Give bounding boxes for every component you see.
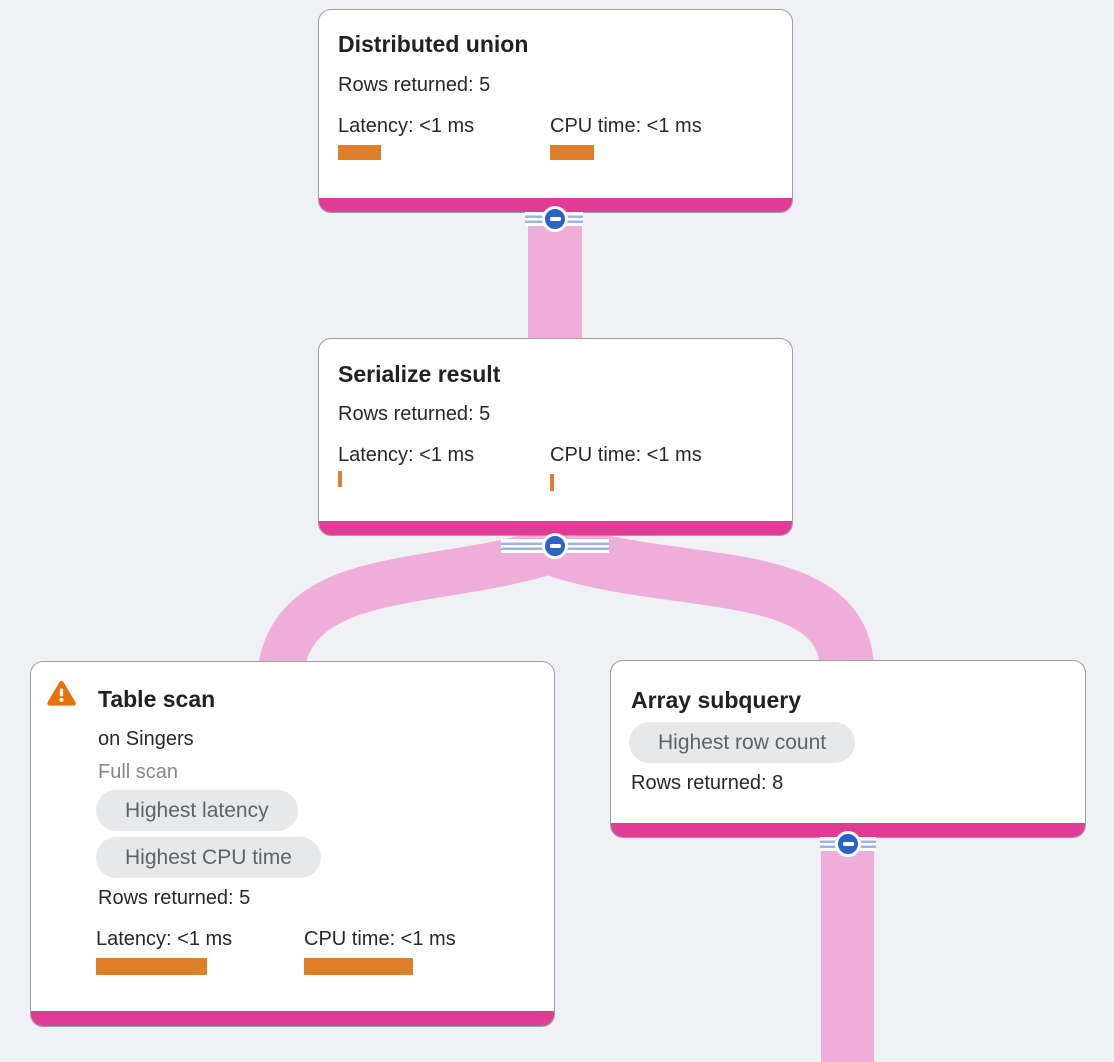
node-accent-strip bbox=[319, 521, 792, 535]
node-title: Distributed union bbox=[338, 31, 529, 57]
latency-metric: Latency: <1 ms bbox=[338, 444, 474, 487]
minus-icon bbox=[549, 544, 561, 548]
edge-serialize-to-table-scan bbox=[258, 527, 564, 674]
latency-bar bbox=[338, 145, 381, 160]
minus-icon bbox=[842, 842, 854, 846]
badge-highest-row-count: Highest row count bbox=[629, 722, 856, 763]
collapse-button[interactable] bbox=[542, 533, 568, 559]
cpu-bar bbox=[550, 145, 594, 160]
scan-type-label: Full scan bbox=[98, 761, 179, 783]
edge-array-subquery-to-child bbox=[821, 838, 874, 1062]
node-serialize-result[interactable]: Serialize result Rows returned: 5 Latenc… bbox=[318, 338, 793, 536]
cpu-label: CPU time: <1 ms bbox=[304, 928, 456, 950]
rows-returned: Rows returned: 5 bbox=[98, 887, 251, 909]
cpu-metric: CPU time: <1 ms bbox=[550, 115, 702, 160]
cpu-metric: CPU time: <1 ms bbox=[550, 444, 702, 491]
latency-bar bbox=[338, 471, 342, 487]
cpu-label: CPU time: <1 ms bbox=[550, 115, 702, 137]
node-title: Table scan bbox=[98, 686, 216, 712]
rows-returned: Rows returned: 8 bbox=[631, 772, 784, 794]
latency-metric: Latency: <1 ms bbox=[96, 928, 232, 975]
node-array-subquery[interactable]: Array subquery Highest row count Rows re… bbox=[610, 660, 1086, 838]
collapse-button[interactable] bbox=[542, 206, 568, 232]
latency-label: Latency: <1 ms bbox=[338, 115, 475, 137]
latency-label: Latency: <1 ms bbox=[96, 928, 233, 950]
latency-metric: Latency: <1 ms bbox=[338, 115, 474, 160]
node-accent-strip bbox=[31, 1011, 554, 1026]
latency-label: Latency: <1 ms bbox=[338, 444, 475, 466]
cpu-bar bbox=[304, 958, 413, 975]
minus-icon bbox=[549, 217, 561, 221]
cpu-bar bbox=[550, 474, 554, 491]
node-title: Serialize result bbox=[338, 361, 501, 387]
rows-returned: Rows returned: 5 bbox=[338, 403, 491, 425]
latency-bar bbox=[96, 958, 207, 975]
node-subtitle: on Singers bbox=[98, 728, 194, 750]
node-title: Array subquery bbox=[631, 687, 802, 713]
node-accent-strip bbox=[319, 198, 792, 212]
badge-highest-cpu-time: Highest CPU time bbox=[96, 837, 321, 878]
collapse-button[interactable] bbox=[835, 831, 861, 857]
badge-highest-latency: Highest latency bbox=[96, 790, 298, 831]
node-table-scan[interactable]: Table scan on Singers Full scan Highest … bbox=[30, 661, 555, 1027]
cpu-metric: CPU time: <1 ms bbox=[304, 928, 456, 975]
warning-icon bbox=[47, 680, 76, 706]
cpu-label: CPU time: <1 ms bbox=[550, 444, 702, 466]
edge-serialize-to-array-subquery bbox=[545, 523, 874, 671]
node-accent-strip bbox=[611, 823, 1085, 837]
node-distributed-union[interactable]: Distributed union Rows returned: 5 Laten… bbox=[318, 9, 793, 213]
rows-returned: Rows returned: 5 bbox=[338, 74, 491, 96]
